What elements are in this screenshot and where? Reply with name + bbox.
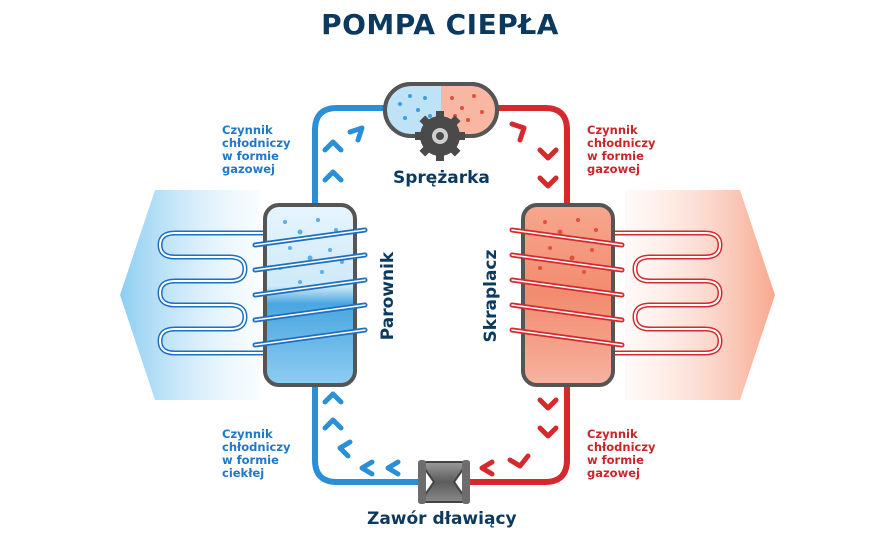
- condenser-label: Skraplacz: [481, 249, 501, 343]
- label-bottom-left: Czynnik chłodniczy w formie ciekłej: [222, 427, 291, 480]
- label-top-right: Czynnik chłodniczy w formie gazowej: [587, 123, 656, 176]
- expansion-valve-icon: [418, 460, 470, 504]
- evaporator-label: Parownik: [378, 251, 398, 341]
- valve-label: Zawór dławiący: [367, 509, 517, 529]
- flow-arrow-icon: [322, 121, 559, 477]
- refrigerant-loop: [312, 105, 570, 485]
- label-top-left: Czynnik chłodniczy w formie gazowej: [222, 123, 291, 176]
- label-bottom-right: Czynnik chłodniczy w formie gazowej: [587, 427, 656, 480]
- condenser-coil-inner: [607, 232, 722, 354]
- page-title: POMPA CIEPŁA: [321, 8, 559, 41]
- cold-air-arrow: [120, 190, 260, 400]
- condenser-bubbles: [538, 218, 598, 274]
- hot-air-arrow: [625, 190, 775, 400]
- compressor-label: Sprężarka: [393, 168, 490, 188]
- evaporator-coil-inner: [158, 232, 276, 354]
- gear-icon: [415, 111, 465, 161]
